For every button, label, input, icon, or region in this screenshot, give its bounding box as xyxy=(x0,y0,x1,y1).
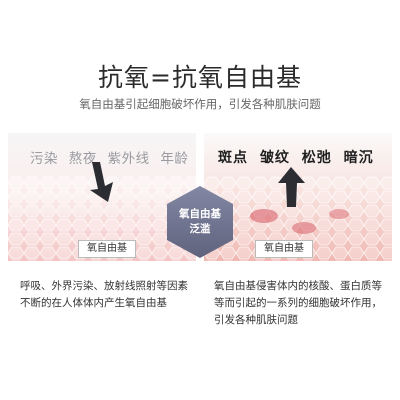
free-radical-tag: 氧自由基 xyxy=(255,240,313,258)
free-radical-tag: 氧自由基 xyxy=(78,240,136,258)
problem-item: 斑点 xyxy=(218,150,248,166)
cause-item: 紫外线 xyxy=(107,151,150,167)
cause-item: 年龄 xyxy=(160,151,189,167)
hexagon-icon xyxy=(167,186,233,258)
page-subtitle: 氧自由基引起细胞破坏作用，引发各种肌肤问题 xyxy=(79,97,321,111)
page-title: 抗氧=抗氧自由基 xyxy=(98,63,302,92)
left-skin-illustration: 污染 熬夜 紫外线 年龄 xyxy=(8,133,196,261)
badge-line-1: 氧自由基 xyxy=(179,208,221,220)
problem-item: 皱纹 xyxy=(259,150,290,166)
arrow-up-icon xyxy=(278,167,305,207)
right-description: 氧自由基侵害体内的核酸、蛋白质等等而引起的一系列的细胞破坏作用，引发各种肌肤问题 xyxy=(214,280,382,326)
badge-line-2: 泛滥 xyxy=(189,223,211,235)
left-description: 呼吸、外界污染、放射线照射等因素不断的在人体体内产生氧自由基 xyxy=(20,280,188,309)
skin-problems-list: 斑点 皱纹 松弛 暗沉 xyxy=(218,147,380,167)
cause-item: 污染 xyxy=(30,151,58,167)
problem-item: 暗沉 xyxy=(343,150,374,166)
free-radical-flood-badge: 氧自由基 泛滥 xyxy=(162,184,238,260)
arrow-down-icon xyxy=(90,162,113,202)
causes-list: 污染 熬夜 紫外线 年龄 xyxy=(30,147,194,167)
cause-item: 熬夜 xyxy=(68,151,97,167)
problem-item: 松弛 xyxy=(301,150,332,166)
